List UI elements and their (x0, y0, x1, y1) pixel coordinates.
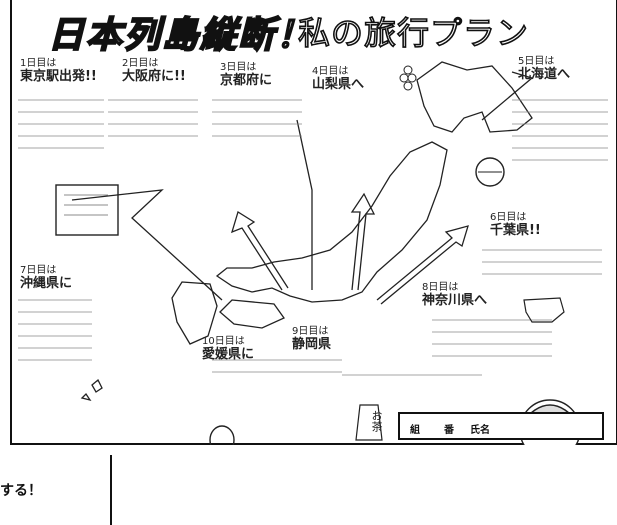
route-arrow-6 (481, 71, 534, 121)
note-day-7: 7日目は 沖縄県に (20, 265, 110, 291)
note-day-6: 6日目は 千葉県!! (490, 212, 600, 238)
tea-drawing (355, 404, 383, 441)
footer-divider (110, 455, 112, 525)
route-arrow-3 (376, 225, 469, 305)
note-day-3: 3日目は 京都府に (220, 62, 310, 88)
fruit-drawing (475, 157, 505, 187)
tea-label: お茶 (370, 410, 383, 432)
route-arrow-2 (350, 192, 376, 291)
honshu-outline (215, 141, 448, 303)
cow-drawing (523, 297, 565, 323)
note-day-5: 5日目は 北海道へ (518, 56, 608, 82)
note-day-8: 8日目は 神奈川県へ (422, 282, 522, 308)
note-tag: 3日目は (220, 62, 257, 73)
hokkaido-outline (416, 61, 533, 133)
note-tag: 2日目は (122, 58, 159, 69)
class-label: 組 (410, 425, 420, 436)
note-tag: 4日目は (312, 66, 349, 77)
footer-caption: する！ (0, 483, 42, 499)
note-place: 沖縄県に (20, 276, 73, 291)
note-place: 静岡県 (292, 337, 332, 352)
travel-plan-poster: 日本列島縦断！ 私の旅行プラン (10, 0, 617, 445)
note-day-2: 2日目は 大阪府に!! (122, 58, 212, 84)
note-day-4: 4日目は 山梨県へ (312, 66, 402, 92)
lantern-drawing (209, 425, 235, 445)
note-tag: 9日目は (292, 326, 329, 337)
note-tag: 7日目は (20, 265, 57, 276)
poster-title-main: 日本列島縦断！ (47, 14, 315, 57)
note-place: 北海道へ (518, 67, 571, 82)
number-label: 番 (444, 425, 454, 436)
note-place: 京都府に (220, 73, 273, 88)
note-day-9: 9日目は 静岡県 (292, 326, 382, 352)
note-day-1: 1日目は 東京駅出発!! (20, 58, 110, 84)
route-arrow-1 (230, 210, 289, 291)
note-place: 東京駅出発!! (20, 69, 97, 84)
note-place: 大阪府に!! (122, 69, 186, 84)
note-tag: 5日目は (518, 56, 555, 67)
note-tag: 8日目は (422, 282, 459, 293)
note-place: 千葉県!! (490, 223, 541, 238)
note-tag: 6日目は (490, 212, 527, 223)
note-tag: 1日目は (20, 58, 57, 69)
name-entry-box[interactable]: 組 番 氏名 (398, 412, 604, 440)
note-place: 神奈川県へ (422, 293, 488, 308)
note-day-10: 10日目は 愛媛県に (202, 336, 292, 362)
poster-title-sub: 私の旅行プラン (297, 13, 530, 53)
route-arrow-5 (296, 119, 313, 290)
name-label: 氏名 (470, 425, 490, 436)
shikoku-outline (219, 299, 285, 329)
postcard-drawing (55, 184, 119, 236)
poster-title: 日本列島縦断！ 私の旅行プラン (47, 6, 588, 57)
route-arrow-4 (71, 189, 223, 301)
note-place: 愛媛県に (202, 347, 255, 362)
note-tag: 10日目は (202, 336, 245, 347)
kyushu-outline (171, 281, 218, 345)
note-place: 山梨県へ (312, 77, 365, 92)
